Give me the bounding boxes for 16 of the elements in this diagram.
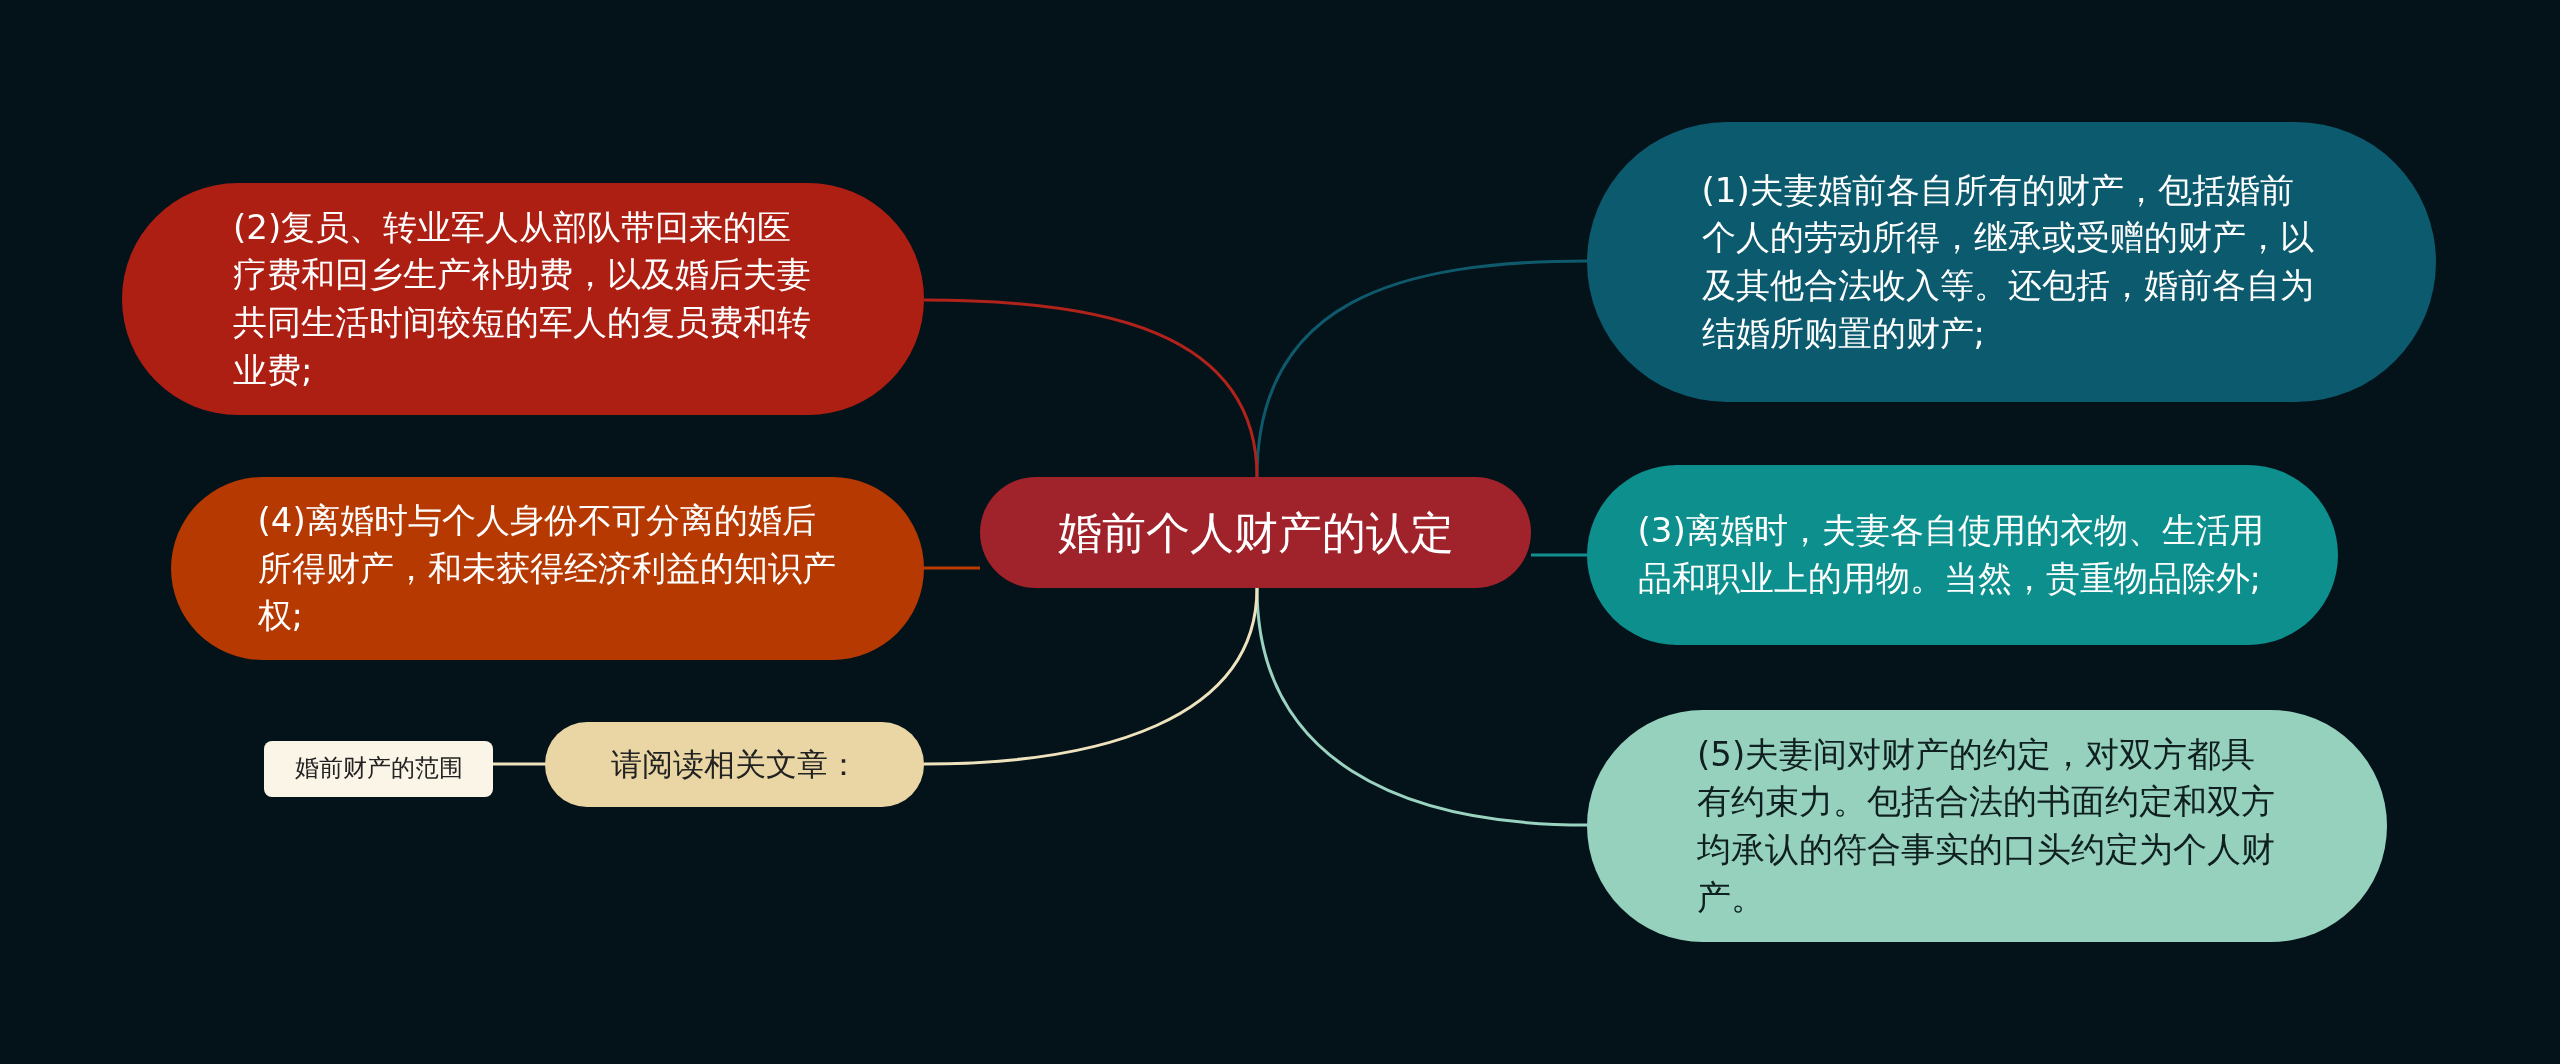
topic-text: (5)夫妻间对财产的约定，对双方都具有约束力。包括合法的书面约定和双方均承认的符合事实的口头约定为个人财产。 — [1697, 732, 2276, 919]
topic-text: 婚前财产的范围 — [294, 753, 463, 785]
topic-text: (4)离婚时与个人身份不可分离的婚后所得财产，和未获得经济利益的知识产权; — [257, 499, 837, 638]
tag-box — [264, 741, 493, 797]
connector-line — [1255, 259, 1588, 478]
topic-text: (2)复员、转业军人从部队带回来的医疗费和回乡生产补助费，以及婚后夫妻共同生活时间较短的军人的复员费和转业费; — [233, 205, 812, 392]
connector-line — [1531, 553, 1587, 557]
connector-line — [493, 762, 545, 766]
topic-text: 婚前个人财产的认定 — [1057, 505, 1454, 560]
topic-text: 请阅读相关文章： — [610, 744, 859, 784]
connector-line — [923, 587, 1259, 766]
topic-text: (3)离婚时，夫妻各自使用的衣物、生活用品和职业上的用物。当然，贵重物品除外; — [1637, 509, 2265, 600]
connector-line — [923, 298, 1259, 478]
connector-line — [1255, 587, 1588, 827]
topic-text: (1)夫妻婚前各自所有的财产，包括婚前个人的劳动所得，继承或受赠的财产，以及其他合法收入等。还包括，婚前各自为结婚所购置的财产; — [1701, 168, 2315, 355]
connector-line — [924, 566, 980, 570]
